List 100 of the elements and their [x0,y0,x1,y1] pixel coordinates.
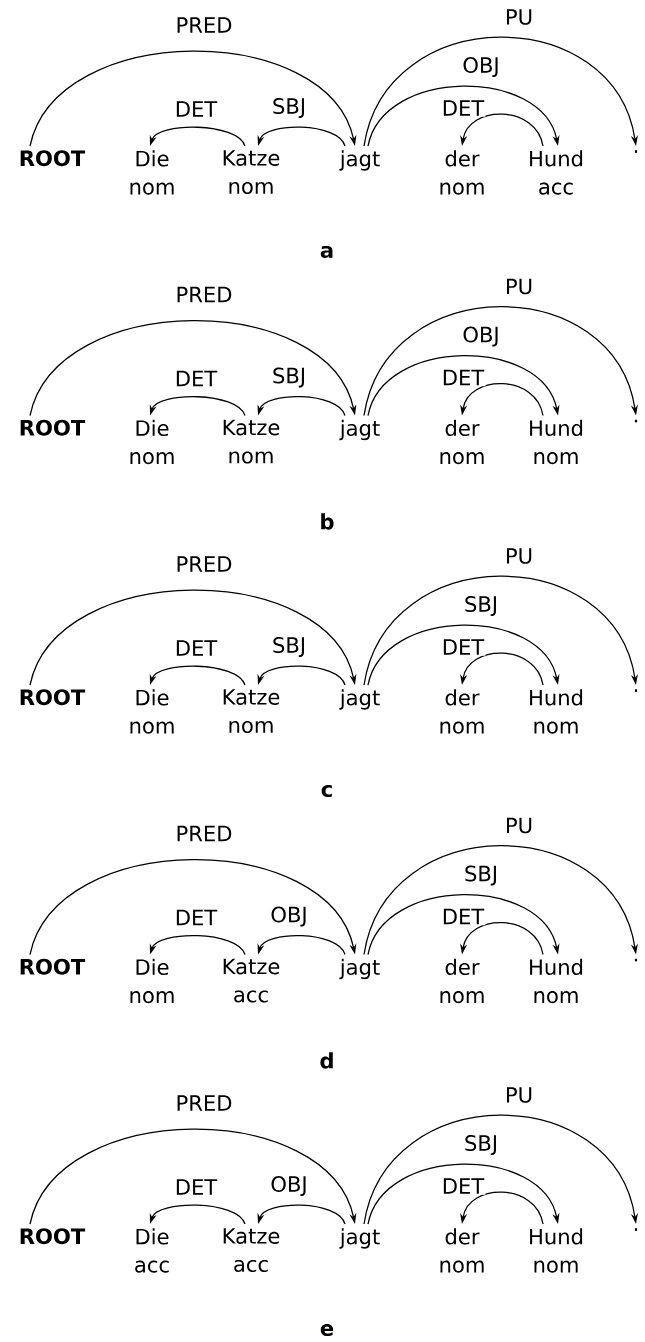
dependency-arc [257,1204,346,1225]
panel-letter: a [320,245,333,259]
dependency-arc [29,50,357,147]
arc-label: SBJ [270,635,308,659]
word-label: jagt [339,150,380,171]
word-label: . [634,419,638,423]
word-label: der nom [440,150,484,195]
arc-label: PRED [174,555,234,573]
word-label: Hund nom [530,958,583,1004]
arc-label: PRED [174,285,234,304]
arc-label: DET [440,1177,486,1195]
arc-label: SBJ [462,864,500,887]
word-label: jagt [339,419,380,441]
dependency-arc [149,396,246,417]
word-label: Hund nom [530,1228,583,1273]
dependency-arc [460,922,544,956]
word-label: Die nom [130,150,174,195]
arc-label: PU [503,547,535,565]
panel-letter: d [320,1052,333,1069]
dependency-arc [149,665,246,686]
dependency-arc [367,355,560,417]
arc-label: DET [440,368,486,387]
word-label: Katze acc [223,958,280,1003]
word-label: Hund nom [530,419,583,465]
word-label: . [634,958,638,962]
dependency-arc [29,859,357,956]
word-label: ROOT [20,150,86,167]
word-label: der nom [440,958,484,1004]
dependency-arc [363,306,638,417]
dependency-arc [363,36,638,147]
dependency-arc [149,126,246,147]
word-label: der nom [440,689,484,734]
dependency-arc [257,935,346,956]
word-label: ROOT [20,419,86,436]
word-label: Katze acc [223,1228,280,1272]
word-label: jagt [339,958,380,980]
dependency-arc [257,126,346,147]
word-label: Die nom [130,689,174,734]
arc-label: DET [173,1178,219,1196]
word-label: . [634,150,638,153]
word-label: . [634,1228,638,1231]
arc-label: OBJ [461,325,501,348]
arc-label: DET [173,100,219,118]
arc-label: PU [503,277,535,296]
dependency-arc [257,396,346,417]
word-label: Die nom [130,958,174,1004]
arc-label: SBJ [462,594,500,618]
panel-letter: c [321,784,332,798]
panel-letter: e [320,1323,334,1337]
dependency-arc [460,113,544,147]
dependency-arc [29,320,357,417]
dependency-arc [363,575,638,686]
word-label: jagt [339,1228,380,1249]
arc-label: PU [503,816,535,835]
arc-label: OBJ [461,55,501,79]
word-label: Hund nom [530,689,583,734]
arc-label: SBJ [270,366,308,389]
dependency-arc [367,894,560,956]
dependency-arc [29,1128,357,1225]
dependency-arc [460,383,544,417]
word-label: ROOT [20,689,86,706]
dependency-arc [257,665,346,686]
word-label: Die nom [130,419,174,465]
arc-label: PRED [174,824,234,843]
arc-label: DET [173,369,219,388]
panel-letter: b [321,513,334,530]
arc-label: PU [503,8,535,26]
arc-label: DET [440,99,486,117]
dependency-arc [367,624,560,686]
word-label: Hund acc [530,150,583,195]
arc-label: PRED [174,16,234,34]
word-label: der nom [440,419,484,465]
arc-label: OBJ [269,1174,309,1198]
dependency-arc [460,1191,544,1225]
arc-label: SBJ [462,1133,500,1157]
dependency-arc [367,1163,560,1225]
dependency-arc [367,85,560,147]
dependency-arc [363,1114,638,1225]
dependency-arc [29,589,357,686]
word-label: Katze nom [223,689,280,734]
dependency-arc [460,652,544,686]
arc-label: DET [440,907,486,926]
arc-label: PU [503,1086,535,1104]
arc-label: DET [440,638,486,656]
word-label: ROOT [20,1228,86,1245]
arc-label: PRED [174,1094,234,1112]
word-label: Katze nom [223,419,280,464]
dependency-arc [363,845,638,956]
arc-label: DET [173,908,219,927]
word-label: Katze nom [223,150,280,195]
word-label: . [634,689,638,692]
word-label: jagt [339,689,380,710]
dependency-arc [149,935,246,956]
arc-label: OBJ [269,905,309,928]
word-label: der nom [440,1228,484,1273]
word-label: ROOT [20,958,86,975]
word-label: Die acc [135,1228,169,1273]
arc-label: DET [173,639,219,657]
arc-label: SBJ [270,96,308,120]
dependency-arc [149,1204,246,1225]
